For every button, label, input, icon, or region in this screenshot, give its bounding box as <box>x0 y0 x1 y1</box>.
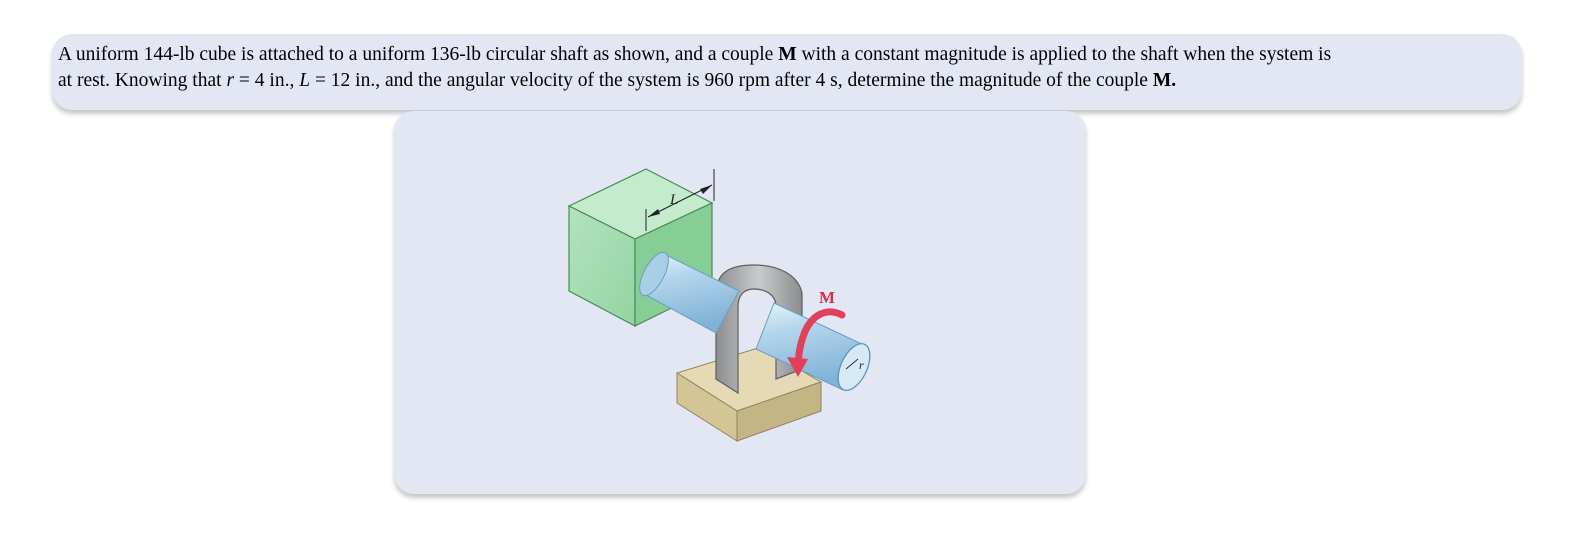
couple-symbol: M <box>778 44 797 65</box>
question-line-1: A uniform 144-lb cube is attached to a u… <box>58 42 1512 68</box>
question-text: at rest. Knowing that <box>58 70 227 91</box>
label-M: M <box>819 288 835 307</box>
label-r: r <box>859 358 864 372</box>
question-text: = 4 in., <box>234 70 300 91</box>
radius-symbol: r <box>226 70 235 91</box>
question-line-2: at rest. Knowing that r = 4 in., L = 12 … <box>58 68 1512 94</box>
figure-card: L M r <box>394 111 1086 494</box>
question-card: A uniform 144-lb cube is attached to a u… <box>52 34 1522 110</box>
shaft <box>639 251 871 391</box>
length-symbol: L <box>299 70 311 91</box>
dimension-L <box>645 169 715 231</box>
couple-symbol: M. <box>1152 70 1177 91</box>
question-text: with a constant magnitude is applied to … <box>796 44 1332 65</box>
question-text: = 12 in., and the angular velocity of th… <box>310 70 1153 91</box>
label-L: L <box>669 192 678 208</box>
couple-arrow <box>787 308 846 377</box>
cube-shaft-diagram: L M r <box>567 168 871 442</box>
question-text: A uniform 144-lb cube is attached to a u… <box>58 44 779 65</box>
